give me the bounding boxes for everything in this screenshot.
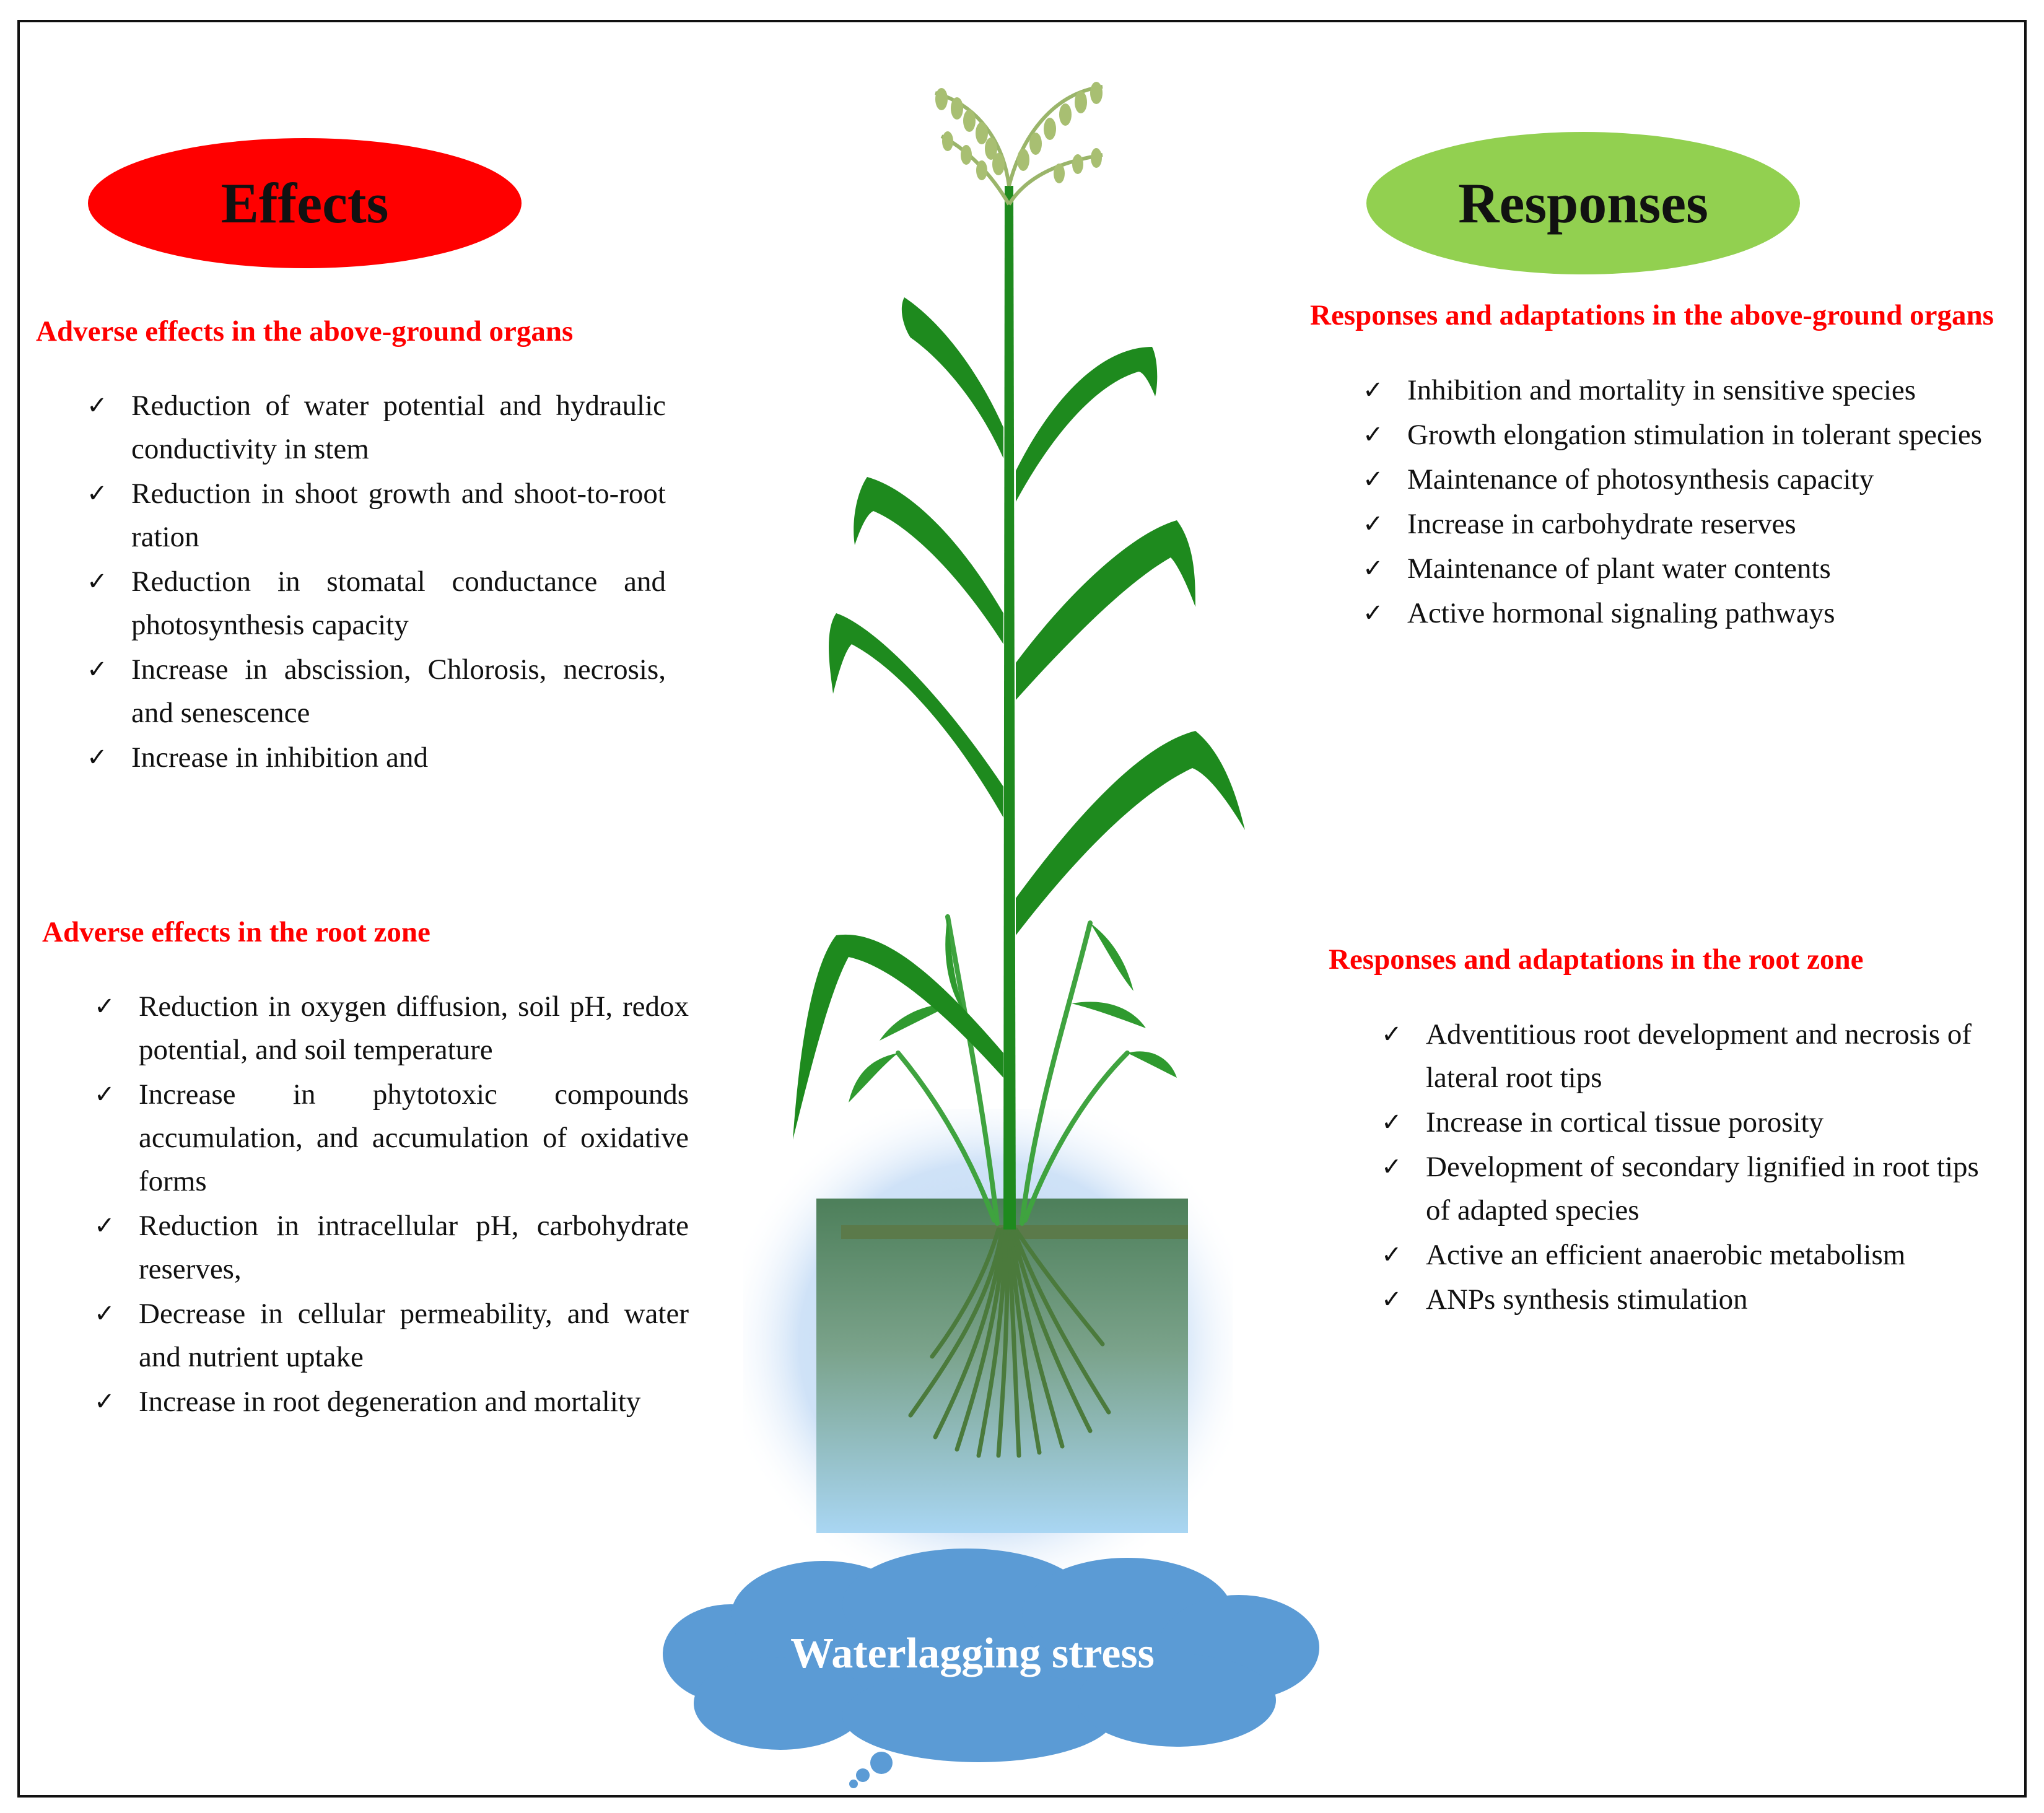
check-icon: ✓ bbox=[1363, 599, 1384, 627]
list-item: ✓Growth elongation stimulation in tolera… bbox=[1363, 413, 2019, 457]
responses-root-zone-list: ✓Adventitious root development and necro… bbox=[1381, 1013, 2001, 1322]
leaves bbox=[793, 297, 1245, 1140]
effects-above-ground-heading: Adverse effects in the above-ground orga… bbox=[36, 315, 574, 347]
check-icon: ✓ bbox=[1381, 1020, 1402, 1049]
list-item: ✓Reduction in stomatal conductance and p… bbox=[87, 560, 666, 647]
grains bbox=[935, 82, 1103, 183]
responses-above-ground-list: ✓Inhibition and mortality in sensitive s… bbox=[1363, 369, 2019, 636]
check-icon: ✓ bbox=[1363, 554, 1384, 583]
check-icon: ✓ bbox=[1363, 465, 1384, 494]
list-item: ✓Increase in inhibition and bbox=[87, 736, 666, 779]
list-item: ✓Adventitious root development and necro… bbox=[1381, 1013, 2001, 1099]
list-item: ✓Increase in root degeneration and morta… bbox=[94, 1380, 689, 1423]
main-stem bbox=[1003, 186, 1016, 1230]
check-icon: ✓ bbox=[94, 1212, 115, 1240]
list-item: ✓Maintenance of plant water contents bbox=[1363, 547, 2019, 590]
roots bbox=[908, 1227, 1111, 1458]
check-icon: ✓ bbox=[87, 655, 108, 684]
responses-above-ground-heading: Responses and adaptations in the above-g… bbox=[1310, 299, 1994, 331]
list-item: ✓Increase in phytotoxic compounds accumu… bbox=[94, 1073, 689, 1203]
tillers bbox=[896, 914, 1130, 1226]
list-item: ✓Reduction in shoot growth and shoot-to-… bbox=[87, 472, 666, 559]
responses-title: Responses bbox=[1458, 172, 1708, 235]
check-icon: ✓ bbox=[87, 567, 108, 596]
effects-root-zone-list: ✓Reduction in oxygen diffusion, soil pH,… bbox=[94, 985, 689, 1425]
check-icon: ✓ bbox=[87, 743, 108, 772]
check-icon: ✓ bbox=[87, 391, 108, 420]
check-icon: ✓ bbox=[94, 1300, 115, 1328]
responses-root-zone-heading: Responses and adaptations in the root zo… bbox=[1329, 943, 1864, 976]
check-icon: ✓ bbox=[94, 1387, 115, 1416]
check-icon: ✓ bbox=[1381, 1285, 1402, 1314]
list-item: ✓Inhibition and mortality in sensitive s… bbox=[1363, 369, 2019, 412]
list-item: ✓Maintenance of photosynthesis capacity bbox=[1363, 458, 2019, 501]
list-item: ✓Reduction in oxygen diffusion, soil pH,… bbox=[94, 985, 689, 1072]
check-icon: ✓ bbox=[94, 992, 115, 1021]
check-icon: ✓ bbox=[94, 1080, 115, 1109]
effects-title: Effects bbox=[221, 172, 389, 235]
list-item: ✓ANPs synthesis stimulation bbox=[1381, 1278, 2001, 1321]
list-item: ✓Reduction of water potential and hydrau… bbox=[87, 384, 666, 471]
check-icon: ✓ bbox=[1381, 1241, 1402, 1269]
waterlogging-stress-label: Waterlagging stress bbox=[790, 1630, 1155, 1677]
list-item: ✓Reduction in intracellular pH, carbohyd… bbox=[94, 1204, 689, 1291]
check-icon: ✓ bbox=[1363, 376, 1384, 404]
list-item: ✓Increase in abscission, Chlorosis, necr… bbox=[87, 648, 666, 735]
list-item: ✓Decrease in cellular permeability, and … bbox=[94, 1292, 689, 1379]
tiller-leaves bbox=[849, 917, 1177, 1103]
effects-ellipse: Effects bbox=[88, 138, 522, 268]
list-item: ✓Increase in carbohydrate reserves bbox=[1363, 502, 2019, 546]
responses-ellipse: Responses bbox=[1366, 132, 1800, 274]
effects-root-zone-heading: Adverse effects in the root zone bbox=[42, 916, 430, 948]
list-item: ✓Active hormonal signaling pathways bbox=[1363, 592, 2019, 635]
check-icon: ✓ bbox=[87, 479, 108, 508]
check-icon: ✓ bbox=[1363, 421, 1384, 449]
check-icon: ✓ bbox=[1381, 1153, 1402, 1181]
check-icon: ✓ bbox=[1363, 510, 1384, 538]
list-item: ✓Development of secondary lignified in r… bbox=[1381, 1145, 2001, 1232]
effects-above-ground-list: ✓Reduction of water potential and hydrau… bbox=[87, 384, 666, 780]
check-icon: ✓ bbox=[1381, 1108, 1402, 1137]
cloud-shape bbox=[663, 1549, 1319, 1788]
list-item: ✓Increase in cortical tissue porosity bbox=[1381, 1101, 2001, 1144]
list-item: ✓Active an efficient anaerobic metabolis… bbox=[1381, 1233, 2001, 1277]
